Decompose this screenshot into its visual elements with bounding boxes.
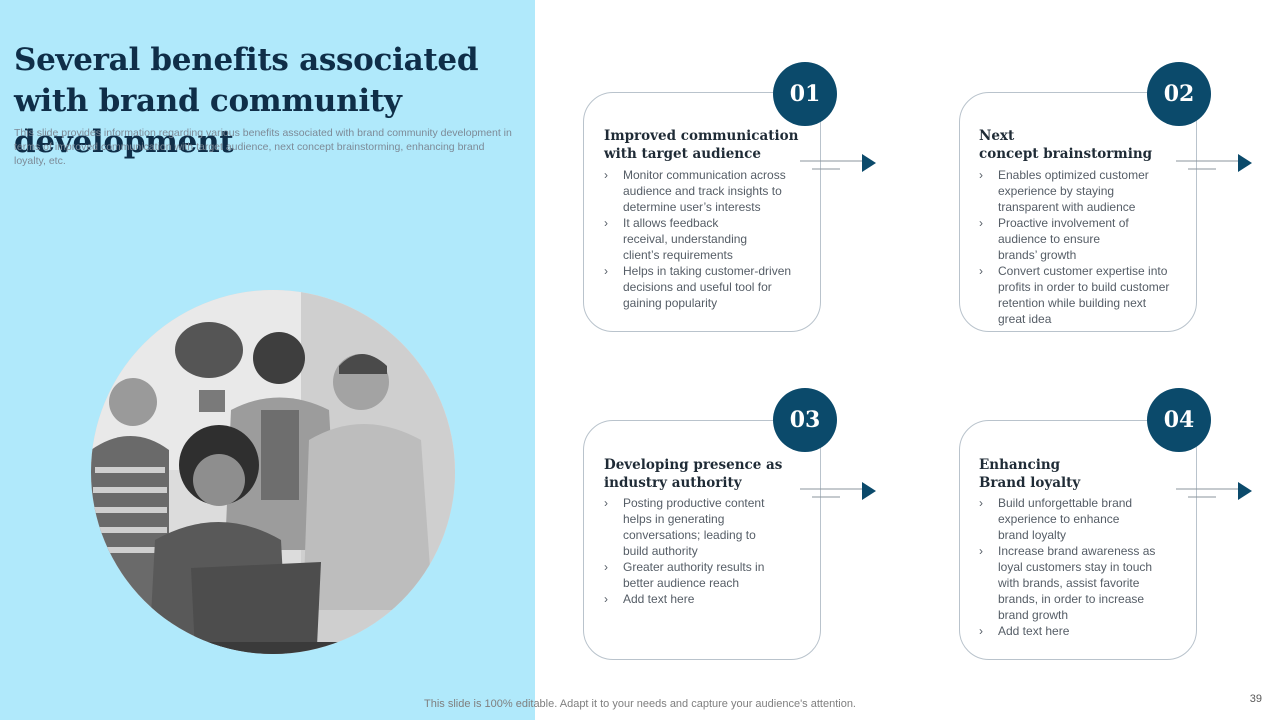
list-item: Greater authority results in better audi… <box>604 559 809 591</box>
badge-number-3: 03 <box>773 388 837 452</box>
arrow-right-icon <box>800 154 876 172</box>
list-item: Helps in taking customer-driven decision… <box>604 263 809 311</box>
benefit-title-1: Improved communication with target audie… <box>604 128 799 162</box>
benefit-bullets-2: Enables optimized customer experience by… <box>979 167 1194 327</box>
benefit-bullets-1: Monitor communication across audience an… <box>604 167 809 311</box>
benefit-bullets-3: Posting productive content helps in gene… <box>604 495 809 607</box>
team-photo <box>91 290 455 654</box>
list-item: Convert customer expertise into profits … <box>979 263 1194 327</box>
list-item: Increase brand awareness as loyal custom… <box>979 543 1194 623</box>
list-item: Posting productive content helps in gene… <box>604 495 809 559</box>
badge-number-1: 01 <box>773 62 837 126</box>
list-item: Monitor communication across audience an… <box>604 167 809 215</box>
list-item: Build unforgettable brand experience to … <box>979 495 1194 543</box>
list-item: Proactive involvement of audience to ens… <box>979 215 1194 263</box>
page-number: 39 <box>1249 693 1262 705</box>
benefit-title-4: Enhancing Brand loyalty <box>979 457 1081 491</box>
arrow-right-icon <box>800 482 876 500</box>
slide-subtitle: This slide provides information regardin… <box>14 127 512 167</box>
list-item: Add text here <box>604 591 809 607</box>
list-item: Enables optimized customer experience by… <box>979 167 1194 215</box>
benefit-title-3: Developing presence as industry authorit… <box>604 457 783 491</box>
footer-note: This slide is 100% editable. Adapt it to… <box>424 698 856 710</box>
slide-title: Several benefits associated with brand c… <box>14 42 479 160</box>
list-item: It allows feedback receival, understandi… <box>604 215 809 263</box>
benefit-bullets-4: Build unforgettable brand experience to … <box>979 495 1194 639</box>
benefit-title-2: Next concept brainstorming <box>979 128 1153 162</box>
badge-number-2: 02 <box>1147 62 1211 126</box>
list-item: Add text here <box>979 623 1194 639</box>
badge-number-4: 04 <box>1147 388 1211 452</box>
